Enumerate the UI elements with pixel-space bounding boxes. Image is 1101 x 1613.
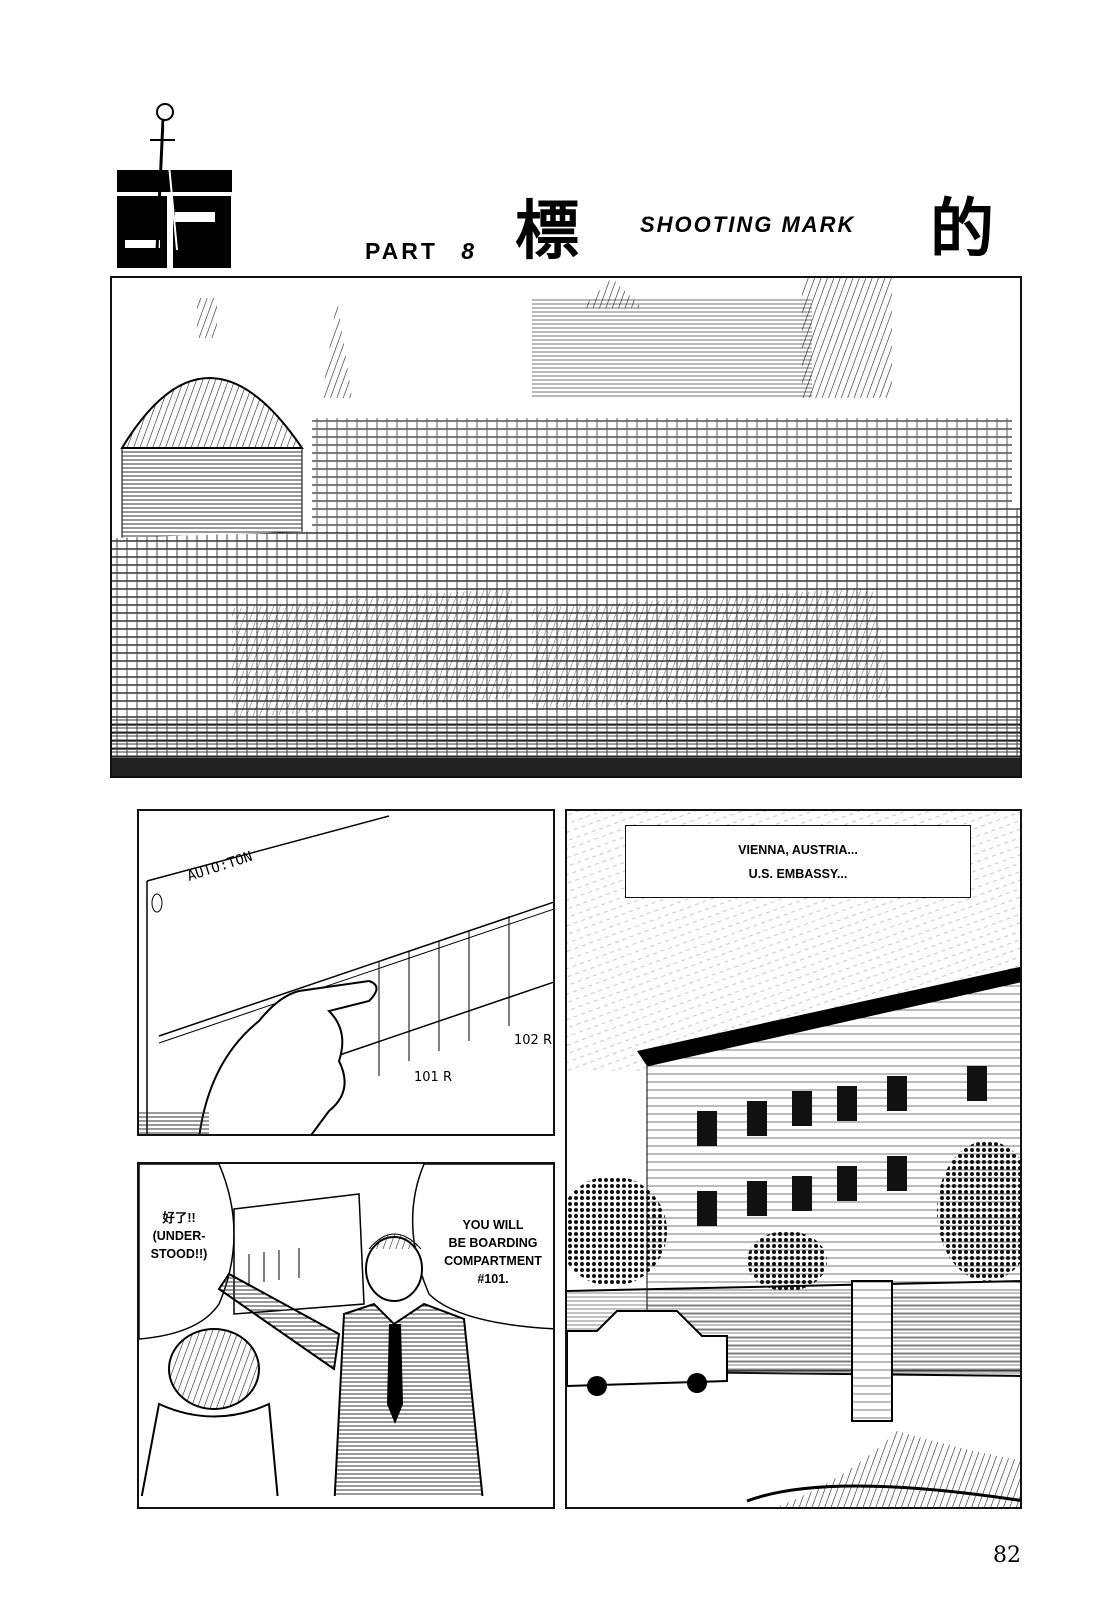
- title-english: SHOOTING MARK: [640, 212, 856, 237]
- balloon-line: COMPARTMENT: [444, 1254, 542, 1268]
- panel-diagram-hand: AUTO:TON 101 R 102 R: [137, 809, 555, 1136]
- compartment-diagram-illustration: AUTO:TON 101 R 102 R: [139, 815, 553, 1134]
- label-102r: 102 R: [514, 1033, 552, 1048]
- cityscape-illustration: [112, 278, 1020, 776]
- caption-line-1: VIENNA, AUSTRIA...: [738, 843, 858, 857]
- page-number: 82: [993, 1543, 1021, 1568]
- balloon-line: (UNDER-: [152, 1229, 206, 1243]
- panel-embassy: VIENNA, AUSTRIA... U.S. EMBASSY...: [565, 809, 1022, 1509]
- chapter-part-label: PART 8: [365, 238, 477, 265]
- balloon-line: BE BOARDING: [448, 1236, 538, 1250]
- balloon-line: STOOD!!): [150, 1247, 208, 1261]
- balloon-line: YOU WILL: [462, 1218, 524, 1232]
- skeleton-figure-icon: [117, 103, 232, 268]
- balloon-boarding: YOU WILL BE BOARDING COMPARTMENT #101.: [429, 1216, 553, 1288]
- title-kanji-right: 的: [930, 193, 994, 267]
- part-number: 8: [461, 238, 478, 264]
- briefing-illustration: [139, 1164, 553, 1507]
- balloon-line: #101.: [477, 1272, 509, 1286]
- speech-balloon-left: [139, 1164, 235, 1340]
- part-text: PART: [365, 238, 438, 264]
- speech-balloon-right: [411, 1164, 553, 1330]
- panel-cityscape: [110, 276, 1022, 778]
- panel-briefing: 好了!! (UNDER- STOOD!!) YOU WILL BE BOARDI…: [137, 1162, 555, 1509]
- balloon-line: 好了!!: [162, 1211, 196, 1225]
- embassy-building-illustration: [567, 811, 1020, 1507]
- label-101r: 101 R: [414, 1070, 452, 1085]
- balloon-understood: 好了!! (UNDER- STOOD!!): [139, 1209, 219, 1263]
- location-caption-box: VIENNA, AUSTRIA... U.S. EMBASSY...: [625, 825, 971, 898]
- caption-line-2: U.S. EMBASSY...: [748, 867, 848, 881]
- svg-text:AUTO:TON: AUTO:TON: [185, 849, 254, 885]
- series-logo: [115, 100, 235, 270]
- title-kanji-left: 標: [515, 195, 579, 269]
